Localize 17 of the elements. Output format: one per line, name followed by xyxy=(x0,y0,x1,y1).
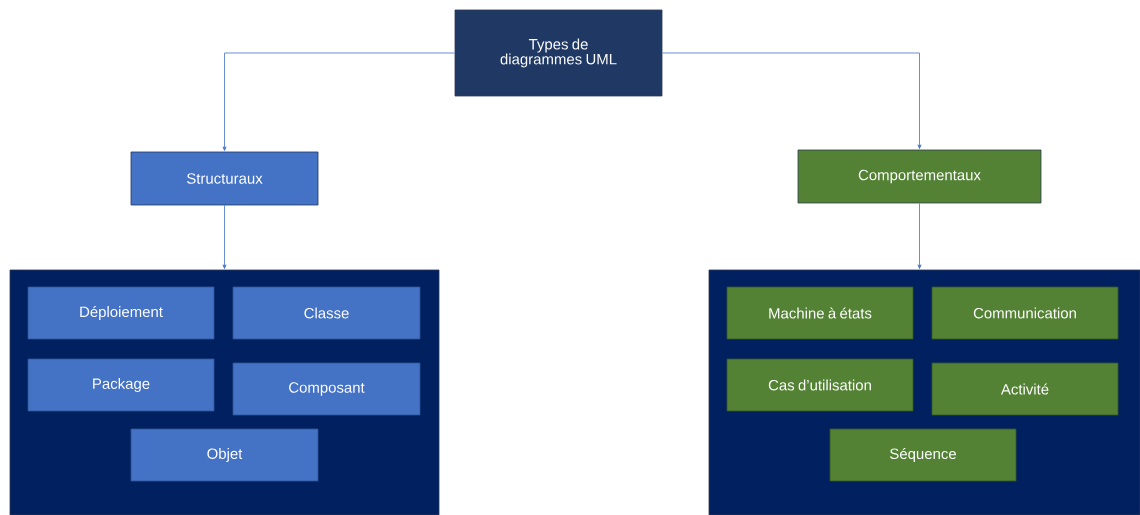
arrow xyxy=(662,52,922,149)
category-box: Comportementaux xyxy=(797,149,1042,204)
diagram-type-box: Déploiement xyxy=(27,286,215,340)
diagram-type-box: Cas d’utilisation xyxy=(726,358,914,412)
arrow xyxy=(222,52,455,151)
diagram-type-box: Activité xyxy=(931,362,1119,416)
arrow xyxy=(917,203,922,269)
arrow xyxy=(222,205,227,269)
diagram-type-box: Séquence xyxy=(829,428,1017,482)
diagram-type-box: Composant xyxy=(232,362,421,416)
diagram-type-box: Package xyxy=(27,358,215,412)
diagram-type-box: Classe xyxy=(232,286,421,340)
diagram-type-box: Machine à états xyxy=(726,286,914,340)
diagram-type-box: Objet xyxy=(130,428,319,482)
category-box: Structuraux xyxy=(130,151,319,206)
title-box: Types de diagrammes UML xyxy=(454,9,663,97)
diagram-type-box: Communication xyxy=(931,286,1119,340)
